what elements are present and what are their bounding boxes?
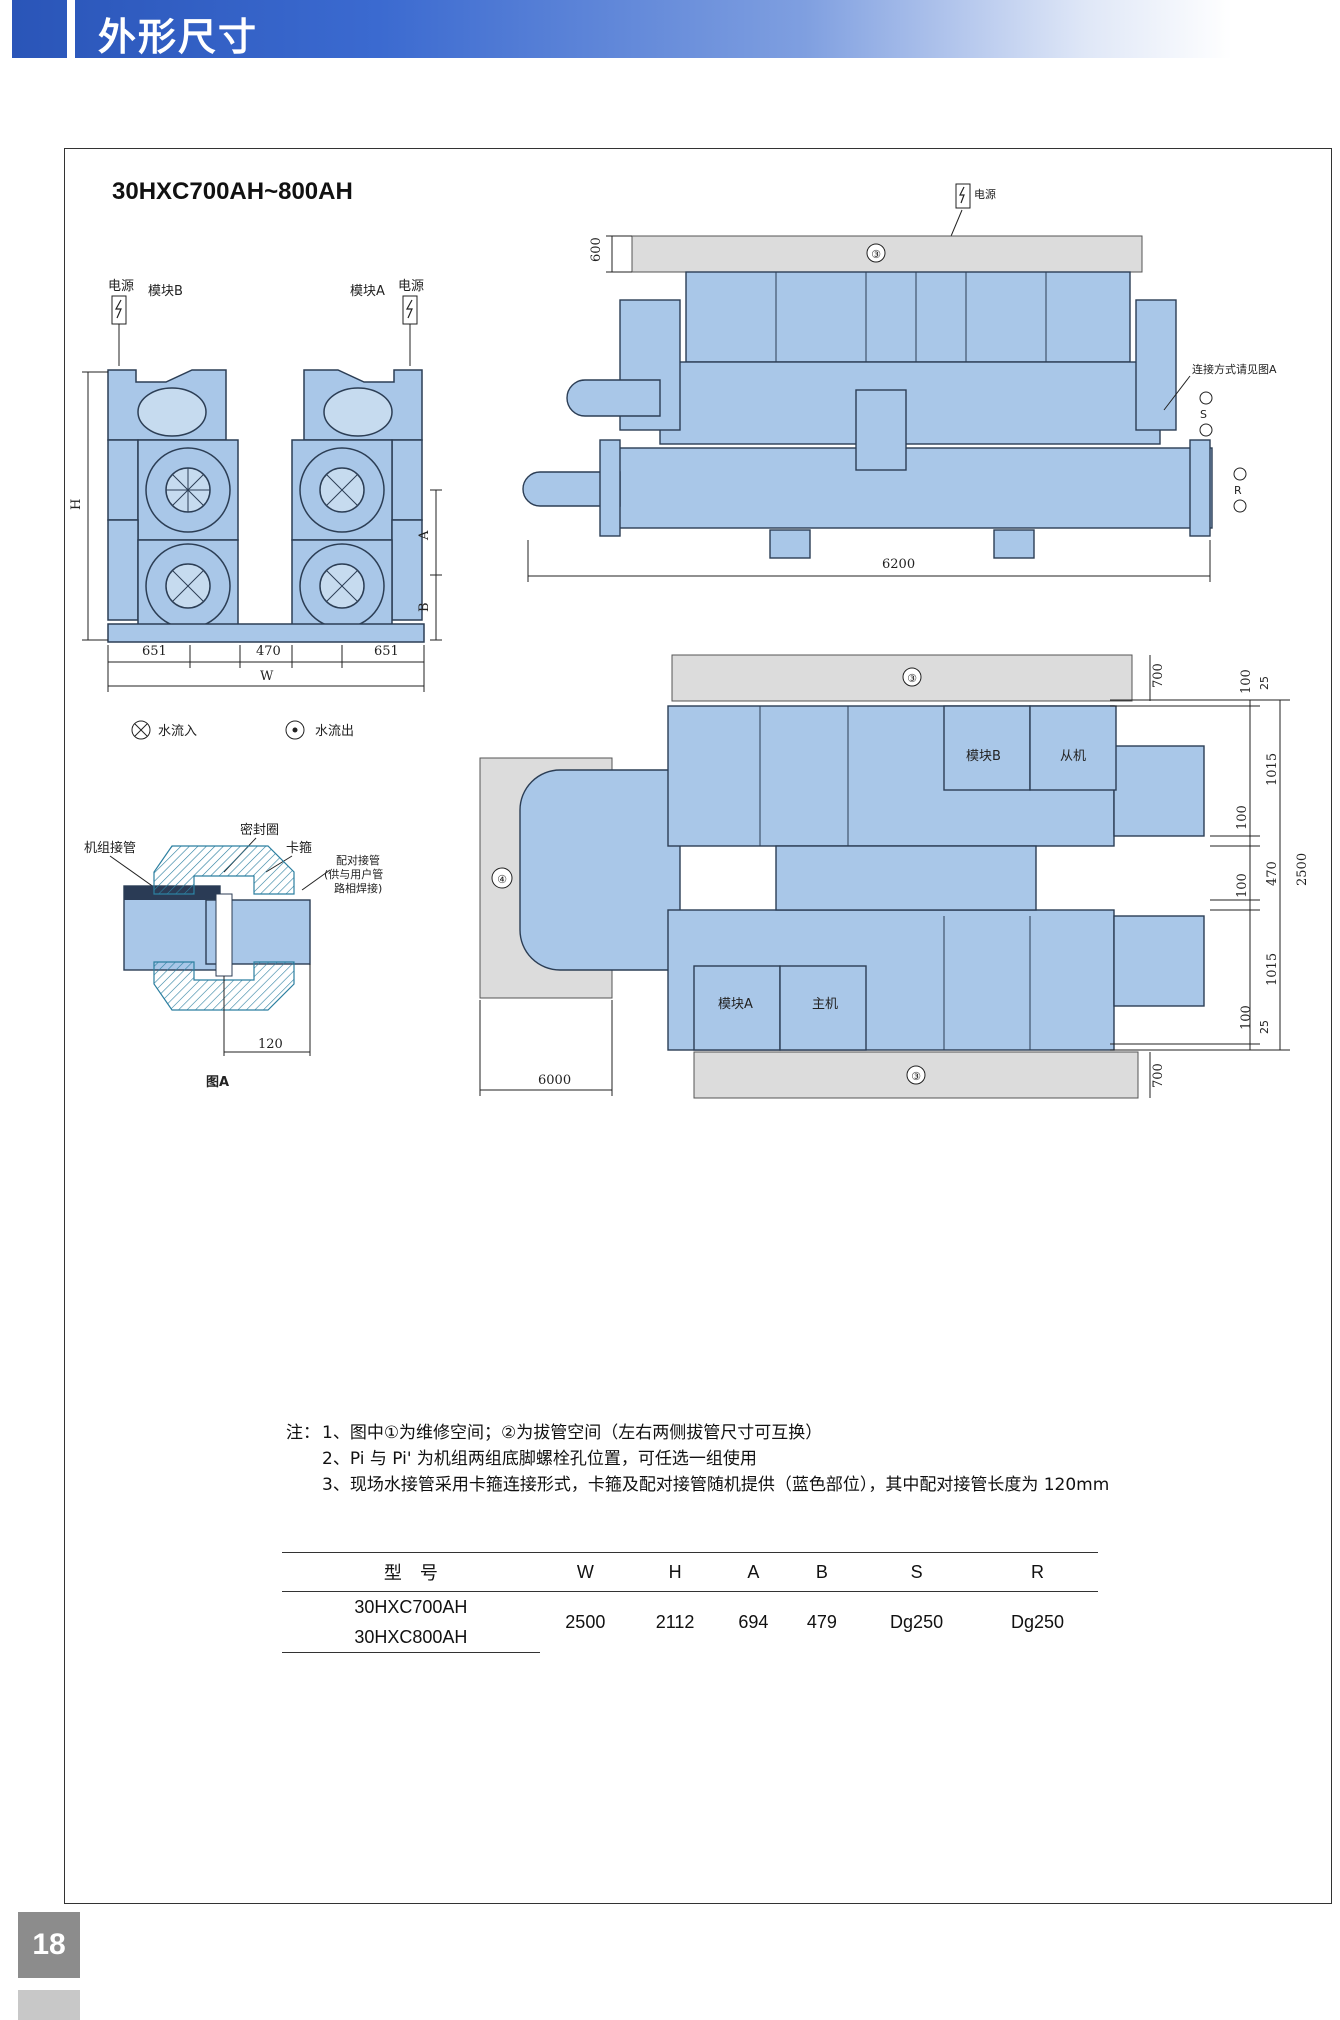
dim-700-bottom: 700	[1151, 1063, 1166, 1088]
col-model: 型 号	[282, 1552, 540, 1592]
front-view: 电源 ③ 600 连接方式请见图A	[522, 183, 1277, 582]
dim-700-top: 700	[1151, 663, 1166, 688]
top-module-b: 模块B	[966, 749, 1001, 764]
figure-a: 机组接管 密封圈 卡箍 配对接管 (供与用户管 路相焊接) 120 图A	[84, 822, 383, 1090]
label-unit-pipe: 机组接管	[84, 840, 136, 856]
note-2: 2、Pi 与 Pi' 为机组两组底脚螺栓孔位置，可任选一组使用	[322, 1449, 757, 1469]
legend-water-in: 水流入	[158, 724, 197, 739]
col-w: W	[539, 1552, 631, 1592]
top-circle-4: ④	[497, 873, 507, 886]
water-in-icon	[131, 720, 151, 740]
module-a-label: 模块A	[350, 284, 385, 299]
dim-1015-b: 1015	[1265, 953, 1280, 986]
dim-120: 120	[258, 1037, 283, 1052]
value-a: 694	[738, 1611, 769, 1632]
top-view: ③ 700 ④ 模块B 从机 模块A 主机 ③ 700	[479, 654, 1310, 1099]
header-bar	[12, 0, 1232, 58]
col-b: B	[787, 1552, 857, 1592]
label-mate-pipe-1: 配对接管	[336, 853, 380, 867]
label-mate-pipe-2: (供与用户管	[324, 867, 383, 881]
dim-25-a: 25	[1258, 676, 1271, 690]
dim-100-a: 100	[1239, 669, 1254, 694]
col-s: S	[856, 1552, 978, 1592]
model-title: 30HXC700AH~800AH	[112, 178, 353, 205]
top-circle-3-bottom: ③	[911, 1070, 921, 1083]
dim-600: 600	[589, 237, 604, 262]
table-row: 30HXC700AH 2500 2112 694 479 Dg250 Dg250	[282, 1592, 1098, 1632]
col-r: R	[977, 1552, 1098, 1592]
notes-prefix: 注：	[286, 1423, 320, 1443]
power-icon	[111, 295, 127, 325]
model-700: 30HXC700AH	[354, 1596, 468, 1617]
legend-water-out: 水流出	[315, 724, 354, 739]
dim-470: 470	[256, 644, 281, 659]
top-module-a: 模块A	[718, 997, 753, 1012]
value-r: Dg250	[1010, 1611, 1065, 1632]
dim-651-right: 651	[374, 644, 399, 659]
dim-651-left: 651	[142, 644, 167, 659]
label-seal-ring: 密封圈	[240, 822, 279, 838]
header-stripe	[67, 0, 75, 58]
side-view: 电源 模块B 模块A 电源	[69, 279, 442, 740]
module-b-label: 模块B	[148, 284, 183, 299]
dim-25-b: 25	[1258, 1020, 1271, 1034]
page-title: 外形尺寸	[98, 15, 259, 59]
page-tab	[18, 1990, 80, 2020]
conn-note: 连接方式请见图A	[1192, 362, 1277, 376]
spec-table: 型 号 W H A B S R 30HXC700AH 2500 2112 694…	[282, 1552, 1098, 1653]
dim-b: B	[417, 602, 432, 612]
note-1: 注：1、图中①为维修空间；②为拔管空间（左右两侧拔管尺寸可互换）	[286, 1420, 1109, 1446]
model-800: 30HXC800AH	[282, 1622, 540, 1653]
figure-a-caption: 图A	[206, 1075, 229, 1090]
dim-6200: 6200	[882, 557, 915, 572]
col-h: H	[630, 1552, 720, 1592]
label-mate-pipe-3: 路相焊接)	[334, 881, 382, 895]
notes: 注：1、图中①为维修空间；②为拔管空间（左右两侧拔管尺寸可互换） 2、Pi 与 …	[286, 1420, 1109, 1498]
front-circle-3: ③	[871, 248, 881, 261]
dim-w: W	[260, 669, 274, 684]
table-row: 30HXC800AH	[282, 1622, 1098, 1653]
power-label-right: 电源	[398, 279, 424, 294]
dim-100-d: 100	[1239, 1005, 1254, 1030]
label-clamp: 卡箍	[286, 840, 312, 856]
dim-2500: 2500	[1295, 853, 1310, 886]
dim-a: A	[417, 530, 432, 541]
power-label-left: 电源	[108, 279, 134, 294]
value-b: 479	[806, 1611, 837, 1632]
service-space-top	[671, 654, 1133, 702]
value-h: 2112	[655, 1611, 695, 1632]
value-s: Dg250	[890, 1611, 944, 1632]
top-slave: 从机	[1060, 749, 1086, 764]
top-circle-3-top: ③	[907, 672, 917, 685]
spec-header-row: 型 号 W H A B S R	[282, 1552, 1098, 1592]
dim-100-b: 100	[1235, 805, 1250, 830]
top-master: 主机	[812, 997, 838, 1012]
label-r: R	[1234, 484, 1242, 497]
dim-h: H	[69, 499, 84, 510]
power-icon	[402, 295, 418, 325]
dim-1015-a: 1015	[1265, 753, 1280, 786]
water-out-icon	[285, 720, 305, 740]
dim-6000: 6000	[538, 1073, 571, 1088]
drawing-frame	[64, 148, 1332, 1904]
service-space-top	[631, 235, 1143, 273]
technical-drawing: 电源 模块B 模块A 电源	[69, 183, 1310, 1099]
label-s: S	[1200, 408, 1207, 421]
value-w: 2500	[565, 1611, 606, 1632]
col-a: A	[719, 1552, 788, 1592]
dim-100-c: 100	[1235, 873, 1250, 898]
page-number: 18	[18, 1912, 80, 1978]
front-power-label: 电源	[974, 187, 996, 201]
note-3: 3、现场水接管采用卡箍连接形式，卡箍及配对接管随机提供（蓝色部位），其中配对接管…	[322, 1475, 1110, 1495]
dim-470: 470	[1265, 861, 1280, 886]
power-icon	[955, 183, 971, 209]
